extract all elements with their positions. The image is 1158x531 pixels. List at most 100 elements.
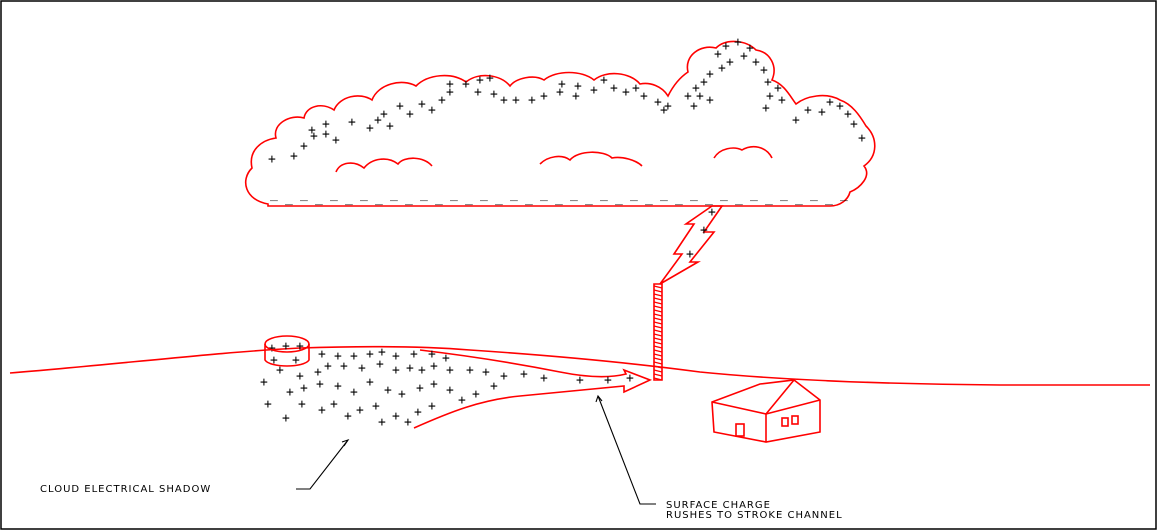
plus-sign: + xyxy=(332,133,340,148)
plus-sign: + xyxy=(458,393,466,408)
plus-sign: + xyxy=(356,403,364,418)
plus-sign: + xyxy=(330,397,338,412)
minus-sign: _ xyxy=(840,187,848,202)
plus-sign: + xyxy=(610,81,618,96)
plus-sign: + xyxy=(626,371,634,386)
minus-sign: _ xyxy=(420,187,428,202)
plus-sign: + xyxy=(540,371,548,386)
plus-sign: + xyxy=(366,375,374,390)
plus-sign: + xyxy=(706,67,714,82)
stroke-channel-coil xyxy=(654,342,662,344)
plus-sign: + xyxy=(490,379,498,394)
plus-sign: + xyxy=(622,85,630,100)
plus-sign: + xyxy=(792,113,800,128)
plus-sign: + xyxy=(804,103,812,118)
plus-sign: + xyxy=(290,149,298,164)
plus-sign: + xyxy=(528,93,536,108)
plus-sign: + xyxy=(384,383,392,398)
plus-sign: + xyxy=(344,409,352,424)
plus-sign: + xyxy=(260,375,268,390)
plus-sign: + xyxy=(836,99,844,114)
plus-sign: + xyxy=(858,131,866,146)
minus-sign: _ xyxy=(375,191,383,206)
minus-sign: _ xyxy=(450,187,458,202)
plus-sign: + xyxy=(706,93,714,108)
plus-sign: + xyxy=(380,107,388,122)
plus-sign: + xyxy=(286,385,294,400)
minus-sign: _ xyxy=(525,191,533,206)
plus-sign: + xyxy=(430,359,438,374)
plus-sign: + xyxy=(428,399,436,414)
plus-sign: + xyxy=(418,97,426,112)
plus-sign: + xyxy=(826,95,834,110)
minus-sign: _ xyxy=(390,187,398,202)
plus-sign: + xyxy=(850,117,858,132)
minus-sign: _ xyxy=(315,191,323,206)
minus-sign: _ xyxy=(495,191,503,206)
minus-sign: _ xyxy=(825,191,833,206)
stroke-channel-coil xyxy=(654,326,662,328)
plus-sign: + xyxy=(392,363,400,378)
minus-sign: _ xyxy=(345,191,353,206)
minus-sign: _ xyxy=(585,191,593,206)
minus-sign: _ xyxy=(765,191,773,206)
plus-sign: + xyxy=(540,89,548,104)
minus-sign: _ xyxy=(690,187,698,202)
plus-sign: + xyxy=(600,73,608,88)
plus-sign: + xyxy=(322,117,330,132)
plus-sign: + xyxy=(722,39,730,54)
minus-sign: _ xyxy=(330,187,338,202)
plus-sign: + xyxy=(348,115,356,130)
minus-sign: _ xyxy=(615,191,623,206)
minus-sign: _ xyxy=(540,187,548,202)
ground-positive-charges: ++++++++++++++++++++++++++++++++++++++++… xyxy=(260,339,634,430)
minus-sign: _ xyxy=(780,187,788,202)
plus-sign: + xyxy=(446,383,454,398)
stroke-channel-coil xyxy=(654,290,662,292)
minus-sign: _ xyxy=(270,187,278,202)
plus-sign: + xyxy=(604,373,612,388)
minus-sign: _ xyxy=(720,187,728,202)
plus-sign: + xyxy=(300,139,308,154)
plus-sign: + xyxy=(714,47,722,62)
plus-sign: + xyxy=(334,379,342,394)
plus-sign: + xyxy=(752,55,760,70)
minus-sign: _ xyxy=(600,187,608,202)
stroke-channel-coil xyxy=(654,286,662,288)
plus-sign: + xyxy=(700,223,708,238)
plus-sign: + xyxy=(376,357,384,372)
plus-sign: + xyxy=(366,347,374,362)
inner-cloud-middle xyxy=(540,152,642,166)
house-door xyxy=(736,424,744,436)
plus-sign: + xyxy=(340,359,348,374)
plus-sign: + xyxy=(298,397,306,412)
minus-sign: _ xyxy=(750,187,758,202)
plus-sign: + xyxy=(640,89,648,104)
plus-sign: + xyxy=(446,363,454,378)
stroke-channel-coil xyxy=(654,330,662,332)
house xyxy=(712,380,820,442)
stroke-channel-coil xyxy=(654,358,662,360)
plus-sign: + xyxy=(350,385,358,400)
plus-sign: + xyxy=(416,381,424,396)
plus-sign: + xyxy=(472,387,480,402)
surface-charge-leader xyxy=(598,396,656,504)
plus-sign: + xyxy=(660,103,668,118)
stroke-channel-coil xyxy=(654,314,662,316)
plus-sign: + xyxy=(404,415,412,430)
cloud-shadow-label: CLOUD ELECTRICAL SHADOW xyxy=(40,484,211,495)
minus-sign: _ xyxy=(810,187,818,202)
plus-sign: + xyxy=(718,61,726,76)
minus-sign: _ xyxy=(285,191,293,206)
plus-sign: + xyxy=(308,123,316,138)
minus-sign: _ xyxy=(480,187,488,202)
plus-sign: + xyxy=(740,49,748,64)
stroke-channel-coil xyxy=(654,318,662,320)
plus-sign: + xyxy=(324,359,332,374)
stroke-channel-coil xyxy=(654,310,662,312)
cloud-positive-charges: ++++++++++++++++++++++++++++++++++++++++… xyxy=(268,35,866,167)
plus-sign: + xyxy=(778,93,786,108)
plus-sign: + xyxy=(396,99,404,114)
plus-sign: + xyxy=(734,35,742,50)
